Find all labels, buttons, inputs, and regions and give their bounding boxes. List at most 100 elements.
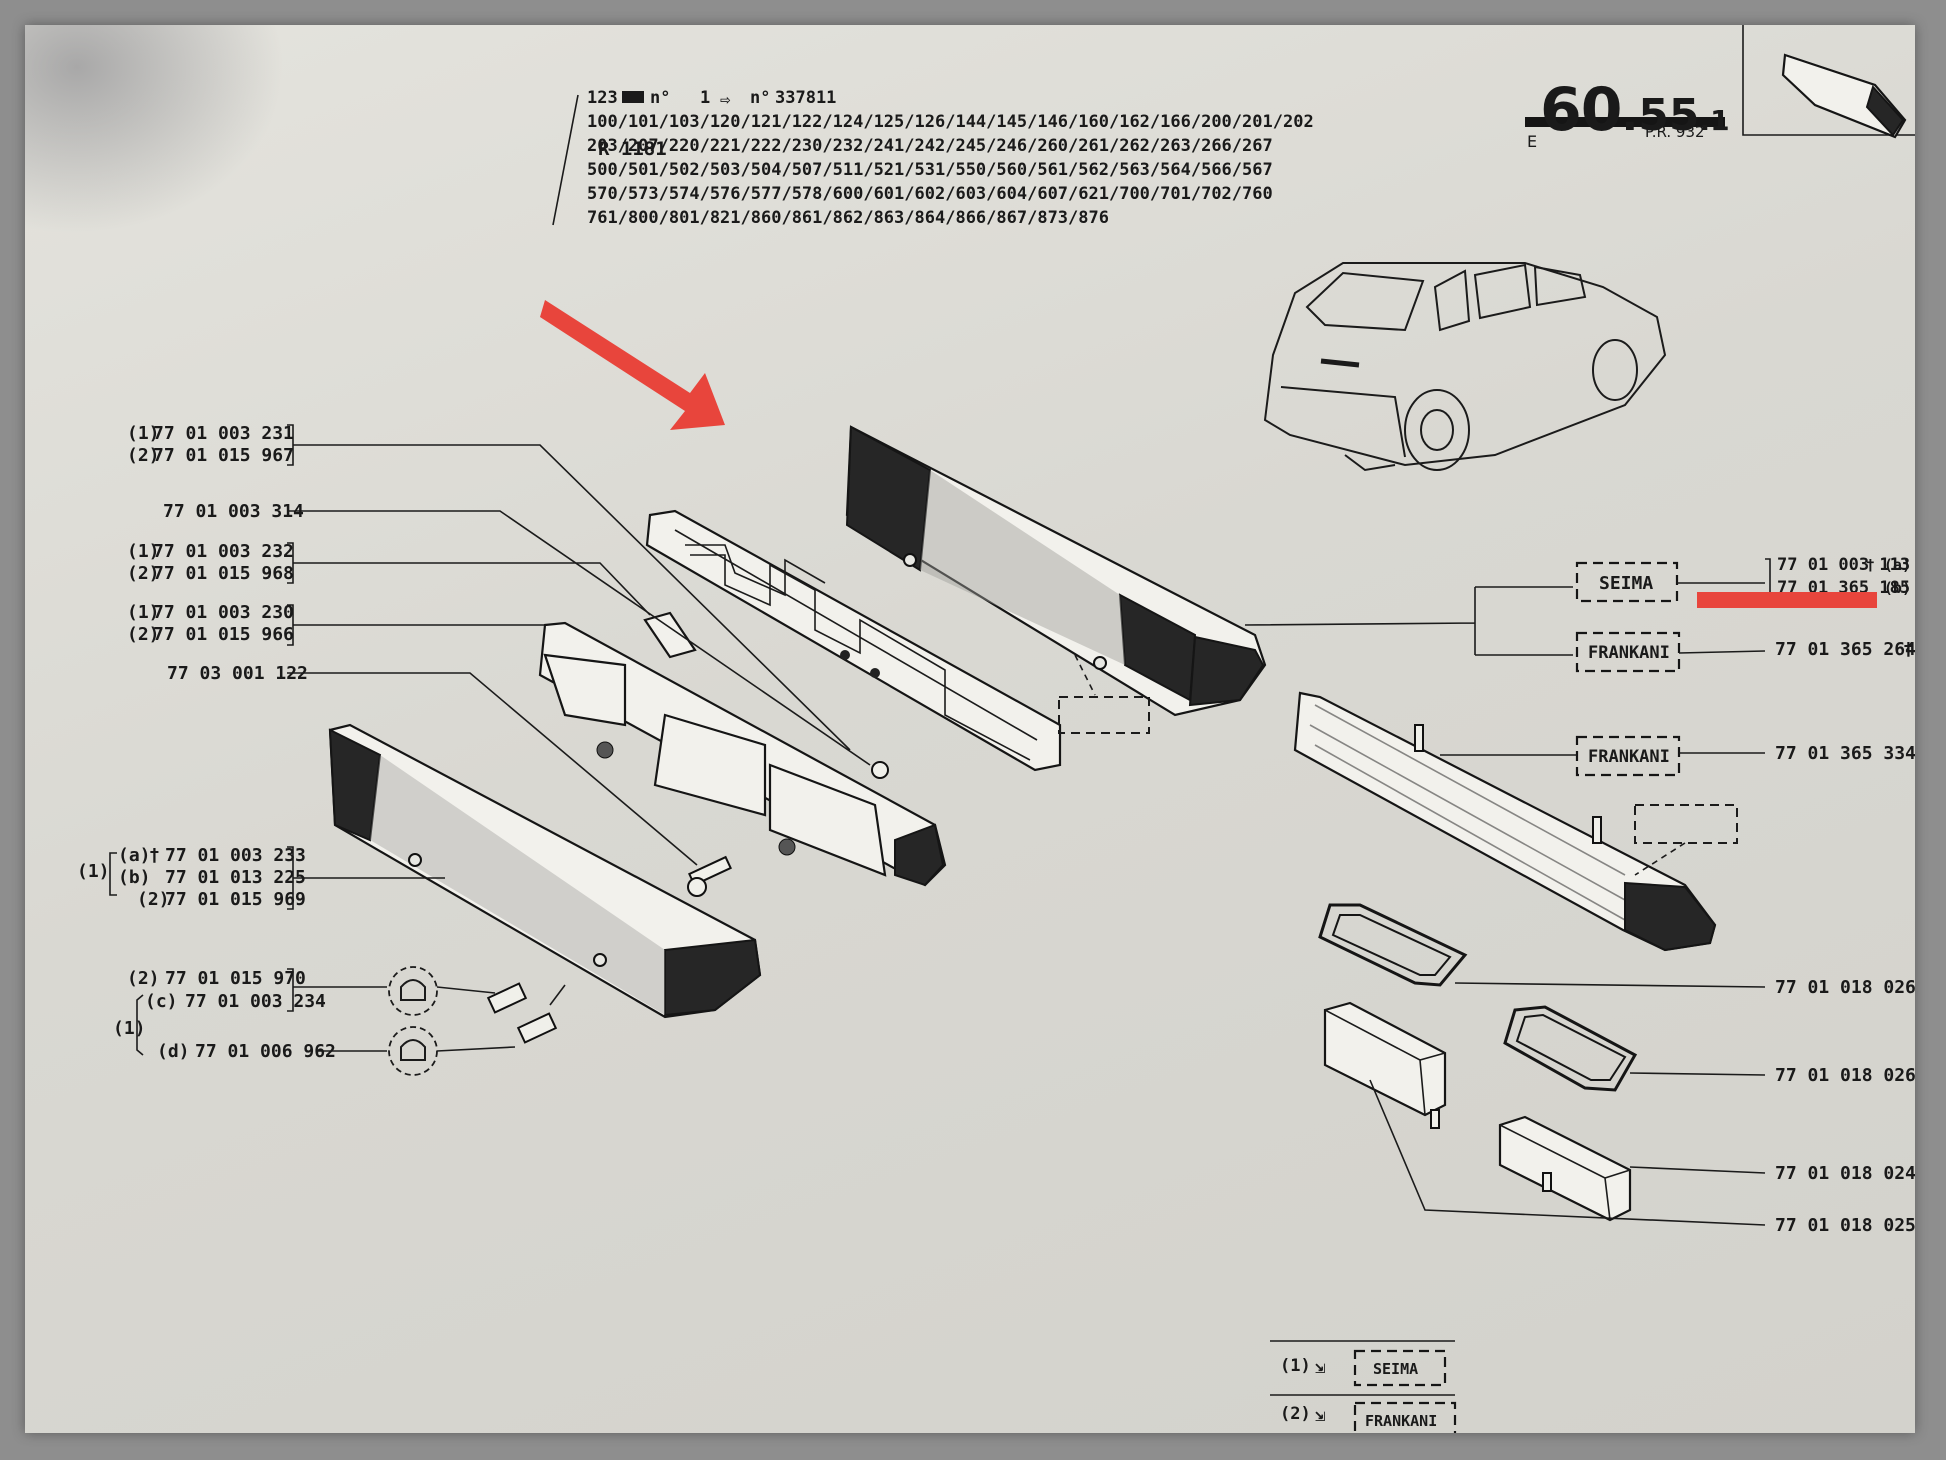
header-slash xyxy=(552,94,579,226)
box-2 xyxy=(1323,1001,1447,1129)
page-reference: 60.55.1 xyxy=(1540,75,1760,145)
model-code: R 1181 xyxy=(598,138,667,160)
callout-4a-num: 77 01 003 230 xyxy=(153,602,294,623)
frankani-box-2 xyxy=(1575,735,1681,777)
frankani-label-1: FRANKANI xyxy=(1588,643,1670,663)
apply-line-3: 500/501/502/503/504/507/511/521/531/550/… xyxy=(587,160,1273,180)
legend-1-icon: ⇲ xyxy=(1315,1358,1325,1378)
callout-3b-num: 77 01 015 968 xyxy=(153,563,294,584)
frankani-label-2: FRANKANI xyxy=(1588,747,1670,767)
main-lens-seima xyxy=(845,425,1267,717)
bulb-row2-num: 77 01 003 234 xyxy=(185,991,326,1012)
lens-row1-num: 77 01 003 233 xyxy=(165,845,306,866)
page-ref-bar xyxy=(1525,117,1725,127)
callout-4a-tag: (1) xyxy=(127,602,160,623)
legend: (1) ⇲ SEIMA (2) ⇲ FRANKANI xyxy=(1270,1340,1457,1433)
callout-4b-num: 77 01 015 966 xyxy=(153,624,294,645)
pr-number: P.R. 932 xyxy=(1645,123,1705,141)
vehicle-type-icon xyxy=(622,91,644,103)
lens-row2-tag: (b) xyxy=(118,867,151,888)
screw-part xyxy=(687,855,732,897)
page-number-main: 60 xyxy=(1540,75,1622,145)
seima-mark-2: (b) xyxy=(1884,579,1911,597)
placeholder-leader-left xyxy=(1074,654,1096,696)
apply-line1-a: 123 xyxy=(587,88,618,108)
legend-2-tag: (2) xyxy=(1280,1404,1311,1424)
legend-1-tag: (1) xyxy=(1280,1356,1311,1376)
lower-lens xyxy=(328,723,762,1019)
edition-letter: E xyxy=(1527,132,1537,151)
box-1 xyxy=(1498,1115,1632,1222)
red-annotations xyxy=(540,300,1877,608)
left-callouts: (1) 77 01 003 231 (2) 77 01 015 967 77 0… xyxy=(77,423,871,1062)
lens-row3-tag: (2) xyxy=(137,889,170,910)
legend-1-label: SEIMA xyxy=(1373,1360,1418,1378)
clip-part xyxy=(643,611,697,659)
apply-line1-d: n° xyxy=(750,88,770,108)
nut-part xyxy=(871,761,889,779)
callout-1a-tag: (1) xyxy=(127,423,160,444)
seima-mark-1: † (a) xyxy=(1866,556,1911,574)
legend-2-box xyxy=(1353,1401,1457,1433)
placeholder-box-left xyxy=(1058,696,1150,734)
bulb-holder-plate xyxy=(645,509,1062,772)
seima-num-1: 77 01 003 113 xyxy=(1777,555,1910,575)
page-number-suffix: .1 xyxy=(1699,104,1730,137)
legend-1-box xyxy=(1353,1349,1447,1387)
callout-4b-tag: (2) xyxy=(127,624,160,645)
thumbnail-lamp-dark xyxy=(1865,85,1905,137)
gasket-1-num: 77 01 018 026 xyxy=(1775,977,1915,998)
bulb-parts xyxy=(388,966,558,1076)
lens-row1-dagger: † xyxy=(149,845,160,866)
right-callouts: SEIMA 77 01 003 113 † (a) 77 01 365 185 … xyxy=(1244,555,1915,1236)
reflector-housing xyxy=(538,621,947,887)
frankani-num-2: 77 01 365 334 xyxy=(1775,743,1915,764)
bulb-row1-tag: (2) xyxy=(127,968,160,989)
red-bar xyxy=(1697,592,1877,608)
frankani-box-1 xyxy=(1575,631,1681,673)
page-shadow xyxy=(25,25,285,235)
seima-label: SEIMA xyxy=(1599,573,1653,594)
bulb-row2-tag: (c) xyxy=(145,991,178,1012)
frankani-num-1: 77 01 365 264 xyxy=(1775,639,1915,660)
callout-3b-tag: (2) xyxy=(127,563,160,584)
placeholder-box-right xyxy=(1634,804,1738,844)
callout-3a-num: 77 01 003 232 xyxy=(153,541,294,562)
seima-box xyxy=(1575,561,1679,603)
callout-5-num: 77 03 001 122 xyxy=(167,663,308,684)
apply-line1-e: 337811 xyxy=(775,88,836,108)
lens-row1-tag: (a) xyxy=(118,845,151,866)
lens-row2-num: 77 01 013 225 xyxy=(165,867,306,888)
frankani-lens xyxy=(1293,691,1717,952)
placeholder-leader-right xyxy=(1634,842,1686,876)
legend-2-icon: ⇲ xyxy=(1315,1406,1325,1426)
gasket-2-num: 77 01 018 026 xyxy=(1775,1065,1915,1086)
apply-line1-c: 1 xyxy=(700,88,710,108)
callout-1b-num: 77 01 015 967 xyxy=(153,445,294,466)
frankani-mark-1: † xyxy=(1903,639,1914,660)
box-1-num: 77 01 018 024 xyxy=(1775,1163,1915,1184)
apply-line-4: 570/573/574/576/577/578/600/601/602/603/… xyxy=(587,184,1273,204)
box-2-num: 77 01 018 025 xyxy=(1775,1215,1915,1236)
car-sketch xyxy=(1263,262,1667,472)
catalog-sheet: R 1181 123 n° 1 ⇨ n° 337811 100/101/103/… xyxy=(25,25,1915,1433)
bulb-row1-num: 77 01 015 970 xyxy=(165,968,306,989)
legend-2-label: FRANKANI xyxy=(1365,1412,1437,1430)
arrow-icon: ⇨ xyxy=(720,90,730,110)
bulb-outer-tag: (1) xyxy=(113,1018,146,1039)
apply-line-1: 100/101/103/120/121/122/124/125/126/144/… xyxy=(587,112,1314,132)
thumbnail-frame xyxy=(1742,25,1915,139)
apply-line-2: 203/207/220/221/222/230/232/241/242/245/… xyxy=(587,136,1273,156)
callout-1b-tag: (2) xyxy=(127,445,160,466)
parts-diagram: R 1181 123 n° 1 ⇨ n° 337811 100/101/103/… xyxy=(77,25,1915,1433)
red-arrow xyxy=(540,300,725,430)
apply-line1-b: n° xyxy=(650,88,670,108)
lens-row3-num: 77 01 015 969 xyxy=(165,889,306,910)
callout-2-num: 77 01 003 314 xyxy=(163,501,304,522)
gasket-1 xyxy=(1318,903,1468,987)
apply-line-5: 761/800/801/821/860/861/862/863/864/866/… xyxy=(587,208,1109,228)
lens-outer-tag: (1) xyxy=(77,861,110,882)
gasket-2 xyxy=(1503,1005,1638,1092)
bulb-row3-num: 77 01 006 962 xyxy=(195,1041,336,1062)
page-number-sub: .55 xyxy=(1621,90,1700,141)
